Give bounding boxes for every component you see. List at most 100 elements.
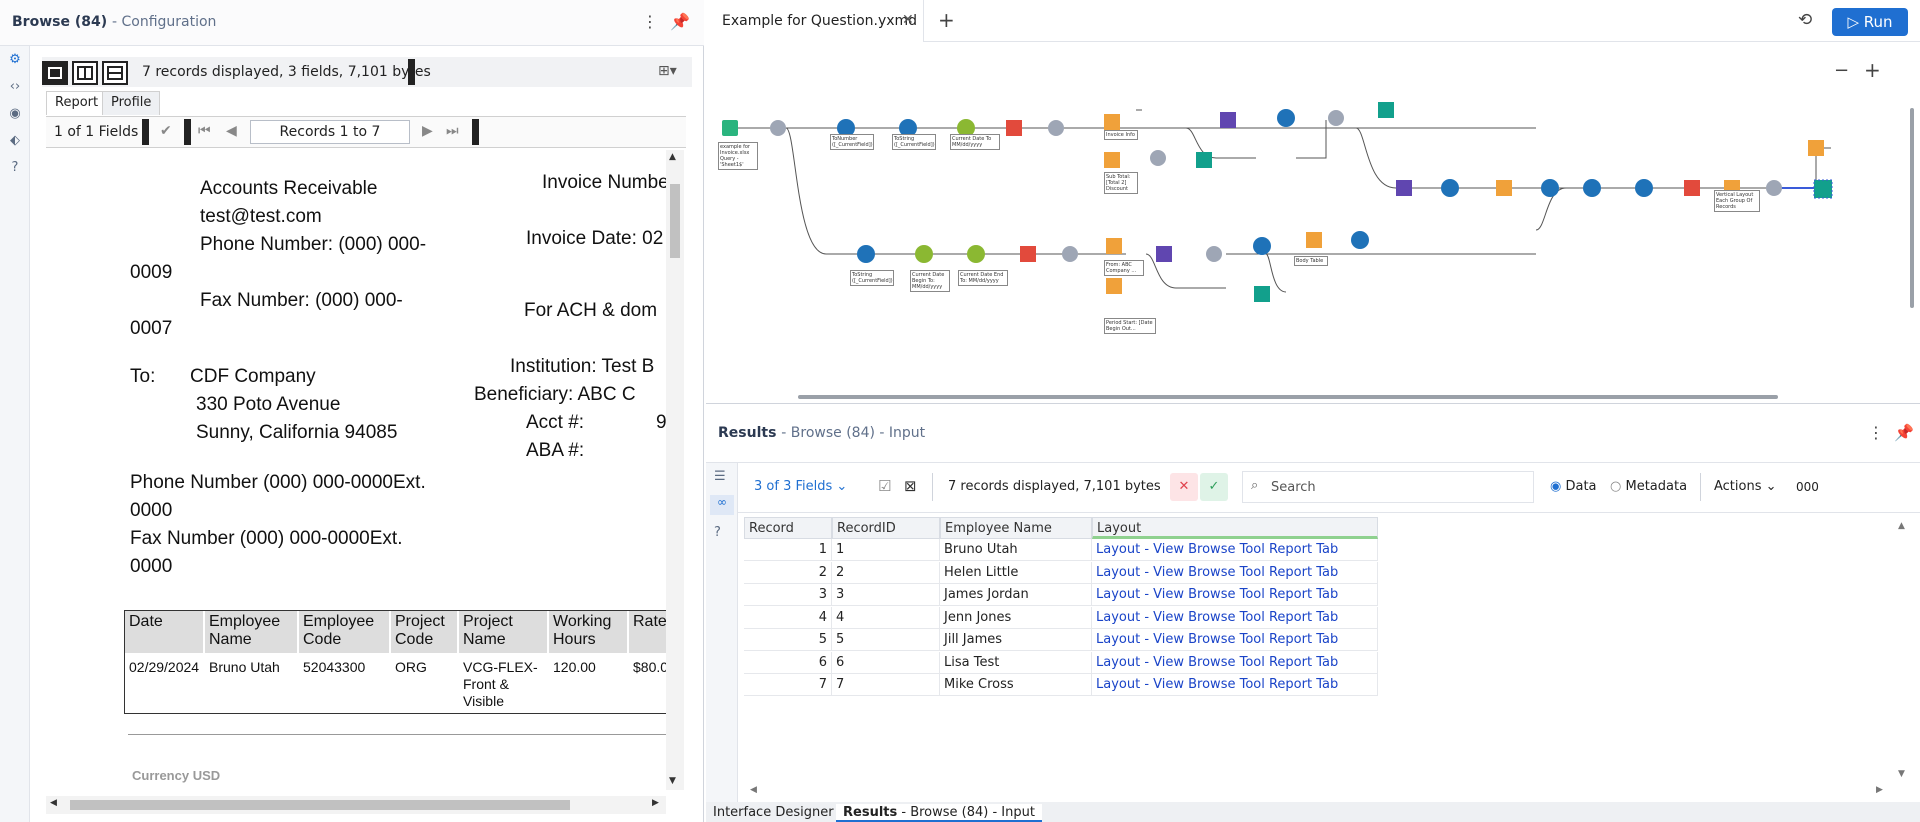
results-more-icon[interactable]: ⋮ <box>1868 423 1884 442</box>
invoice-number-label: Invoice Numbe <box>542 172 666 193</box>
tool-label-datebegin: Current Date Begin To: MM/dd/yyyy <box>910 270 950 292</box>
layout-dropdown-icon[interactable]: ⊞▾ <box>658 63 677 79</box>
grid-horizontal-scrollbar[interactable]: ◀▶ <box>750 785 1883 795</box>
cell-working-hours: 120.00 <box>553 659 596 675</box>
tab-example-workflow[interactable]: Example for Question.yxmd ✕ <box>706 0 924 42</box>
cell-rate: $80.0 <box>633 659 666 675</box>
tag-icon[interactable]: ⬖ <box>10 133 20 148</box>
clear-box-icon[interactable]: ⊠ <box>904 477 917 495</box>
accept-button[interactable]: ✓ <box>1200 473 1228 501</box>
nav-divider <box>184 119 191 145</box>
browse-panel: Browse (84) - Configuration ⋮ 📌 ⚙ ‹› ◉ ⬖… <box>0 0 704 822</box>
cell-layout-link[interactable]: Layout - View Browse Tool Report Tab <box>1092 561 1378 584</box>
history-icon[interactable]: ⟲ <box>1798 10 1813 30</box>
tool-label-tonumber: ToNumber ([_CurrentField]) <box>830 134 874 150</box>
gear-icon[interactable]: ⚙ <box>9 52 21 67</box>
report-vertical-scrollbar[interactable]: ▲ ▼ <box>666 150 684 790</box>
tool-label-invoice-info: Invoice Info <box>1104 130 1138 140</box>
fields-dropdown[interactable]: 3 of 3 Fields ⌄ <box>754 479 848 494</box>
phone2-text: Phone Number (000) 000-0000Ext. <box>130 472 426 493</box>
prev-record-icon[interactable]: ◀ <box>226 123 237 139</box>
first-record-icon[interactable]: ⏮ <box>198 123 211 139</box>
help-icon[interactable]: ? <box>11 160 19 175</box>
zoom-out-button[interactable]: − <box>1834 60 1850 81</box>
zoom-in-button[interactable]: + <box>1864 58 1881 82</box>
beneficiary-label: Beneficiary: ABC C <box>474 384 636 405</box>
single-view-button[interactable] <box>42 61 68 85</box>
cell-recordid: 6 <box>832 651 940 674</box>
results-rail: ☰ ∞ ? <box>706 463 738 803</box>
annotation-icon[interactable]: ◉ <box>9 106 21 121</box>
check-box-icon[interactable]: ☑ <box>878 477 892 495</box>
last-record-icon[interactable]: ⏭ <box>446 123 459 139</box>
tab-profile[interactable]: Profile <box>102 91 161 115</box>
run-button[interactable]: ▷ Run <box>1832 8 1908 36</box>
cell-employee-name: Jenn Jones <box>940 606 1092 629</box>
field-bar: 1 of 1 Fields ✔ ⏮ ◀ Records 1 to 7 ▶ ⏭ <box>46 116 686 148</box>
close-icon[interactable]: ✕ <box>902 12 914 28</box>
tab-report[interactable]: Report <box>46 91 108 115</box>
cell-record: 2 <box>744 561 832 584</box>
invoice-date-label: Invoice Date: 02 <box>526 228 664 249</box>
col-recordid[interactable]: RecordID <box>832 517 940 539</box>
col-employee-code: Employee Code <box>299 611 389 653</box>
help-icon-results[interactable]: ? <box>714 525 721 540</box>
fax-cont: 0007 <box>130 318 173 339</box>
tool-label-input: example for Invoice.xlsx Query - 'Sheet1… <box>718 142 758 170</box>
col-employee-name[interactable]: Employee Name <box>940 517 1092 539</box>
results-pin-icon[interactable]: 📌 <box>1894 423 1914 442</box>
actions-dropdown[interactable]: Actions ⌄ <box>1714 479 1777 494</box>
report-horizontal-scrollbar[interactable]: ◀ ▶ <box>46 796 666 814</box>
binoculars-icon[interactable]: ∞ <box>710 495 734 515</box>
cell-layout-link[interactable]: Layout - View Browse Tool Report Tab <box>1092 651 1378 674</box>
reject-button[interactable]: ✕ <box>1170 473 1198 501</box>
field-count: 1 of 1 Fields <box>54 124 139 140</box>
cell-record: 4 <box>744 606 832 629</box>
address-line1: 330 Poto Avenue <box>196 394 341 415</box>
search-box[interactable]: ⌕ Search <box>1242 471 1534 503</box>
more-options-icon[interactable]: ⋮ <box>642 12 658 31</box>
check-icon[interactable]: ✔ <box>160 123 172 139</box>
cell-layout-link[interactable]: Layout - View Browse Tool Report Tab <box>1092 629 1378 651</box>
fax2-cont: 0000 <box>130 556 173 577</box>
next-record-icon[interactable]: ▶ <box>422 123 433 139</box>
split-horizontal-button[interactable] <box>102 61 128 85</box>
cell-record: 1 <box>744 539 832 561</box>
add-tab-icon[interactable]: + <box>938 8 955 32</box>
cell-layout-link[interactable]: Layout - View Browse Tool Report Tab <box>1092 539 1378 561</box>
acct-value: 9 <box>656 412 666 433</box>
cell-recordid: 7 <box>832 674 940 696</box>
report-table: Date Employee Name Employee Code Project… <box>124 610 666 714</box>
col-project-name: Project Name <box>459 611 547 653</box>
list-icon[interactable]: ☰ <box>714 469 726 484</box>
left-rail: ⚙ ‹› ◉ ⬖ ? <box>0 46 30 822</box>
records-range[interactable]: Records 1 to 7 <box>250 120 410 144</box>
search-input[interactable]: Search <box>1271 480 1316 495</box>
toolbar-sep <box>932 473 933 501</box>
fax2-text: Fax Number (000) 000-0000Ext. <box>130 528 403 549</box>
data-radio[interactable]: ◉ Data <box>1550 479 1597 494</box>
col-record[interactable]: Record <box>744 517 832 539</box>
canvas-horizontal-scrollbar[interactable] <box>798 395 1778 399</box>
canvas-vertical-scrollbar[interactable] <box>1910 108 1914 308</box>
split-vertical-button[interactable] <box>72 61 98 85</box>
tab-results[interactable]: Results - Browse (84) - Input <box>836 804 1042 822</box>
cell-recordid: 4 <box>832 606 940 629</box>
ar-label: Accounts Receivable <box>200 178 378 199</box>
cell-layout-link[interactable]: Layout - View Browse Tool Report Tab <box>1092 584 1378 606</box>
col-layout[interactable]: Layout <box>1092 517 1378 539</box>
fax-text: Fax Number: (000) 000- <box>200 290 403 311</box>
cell-employee-name: James Jordan <box>940 584 1092 606</box>
workflow-canvas-panel: Example for Question.yxmd ✕ + ⟲ ▷ Run − … <box>706 0 1920 404</box>
metadata-radio[interactable]: ○ Metadata <box>1610 479 1688 494</box>
tab-interface-designer[interactable]: Interface Designer <box>713 805 834 820</box>
workflow-graph <box>722 102 1833 302</box>
currency-label: Currency USD <box>132 768 221 783</box>
cell-layout-link[interactable]: Layout - View Browse Tool Report Tab <box>1092 674 1378 696</box>
grid-vertical-scrollbar[interactable]: ▲▼ <box>1898 521 1905 779</box>
cell-layout-link[interactable]: Layout - View Browse Tool Report Tab <box>1092 606 1378 629</box>
company-name: CDF Company <box>190 366 316 387</box>
tool-label-currentdate: Current Date To MM/dd/yyyy <box>950 134 1000 150</box>
pin-icon[interactable]: 📌 <box>670 12 690 31</box>
code-icon[interactable]: ‹› <box>9 79 21 94</box>
